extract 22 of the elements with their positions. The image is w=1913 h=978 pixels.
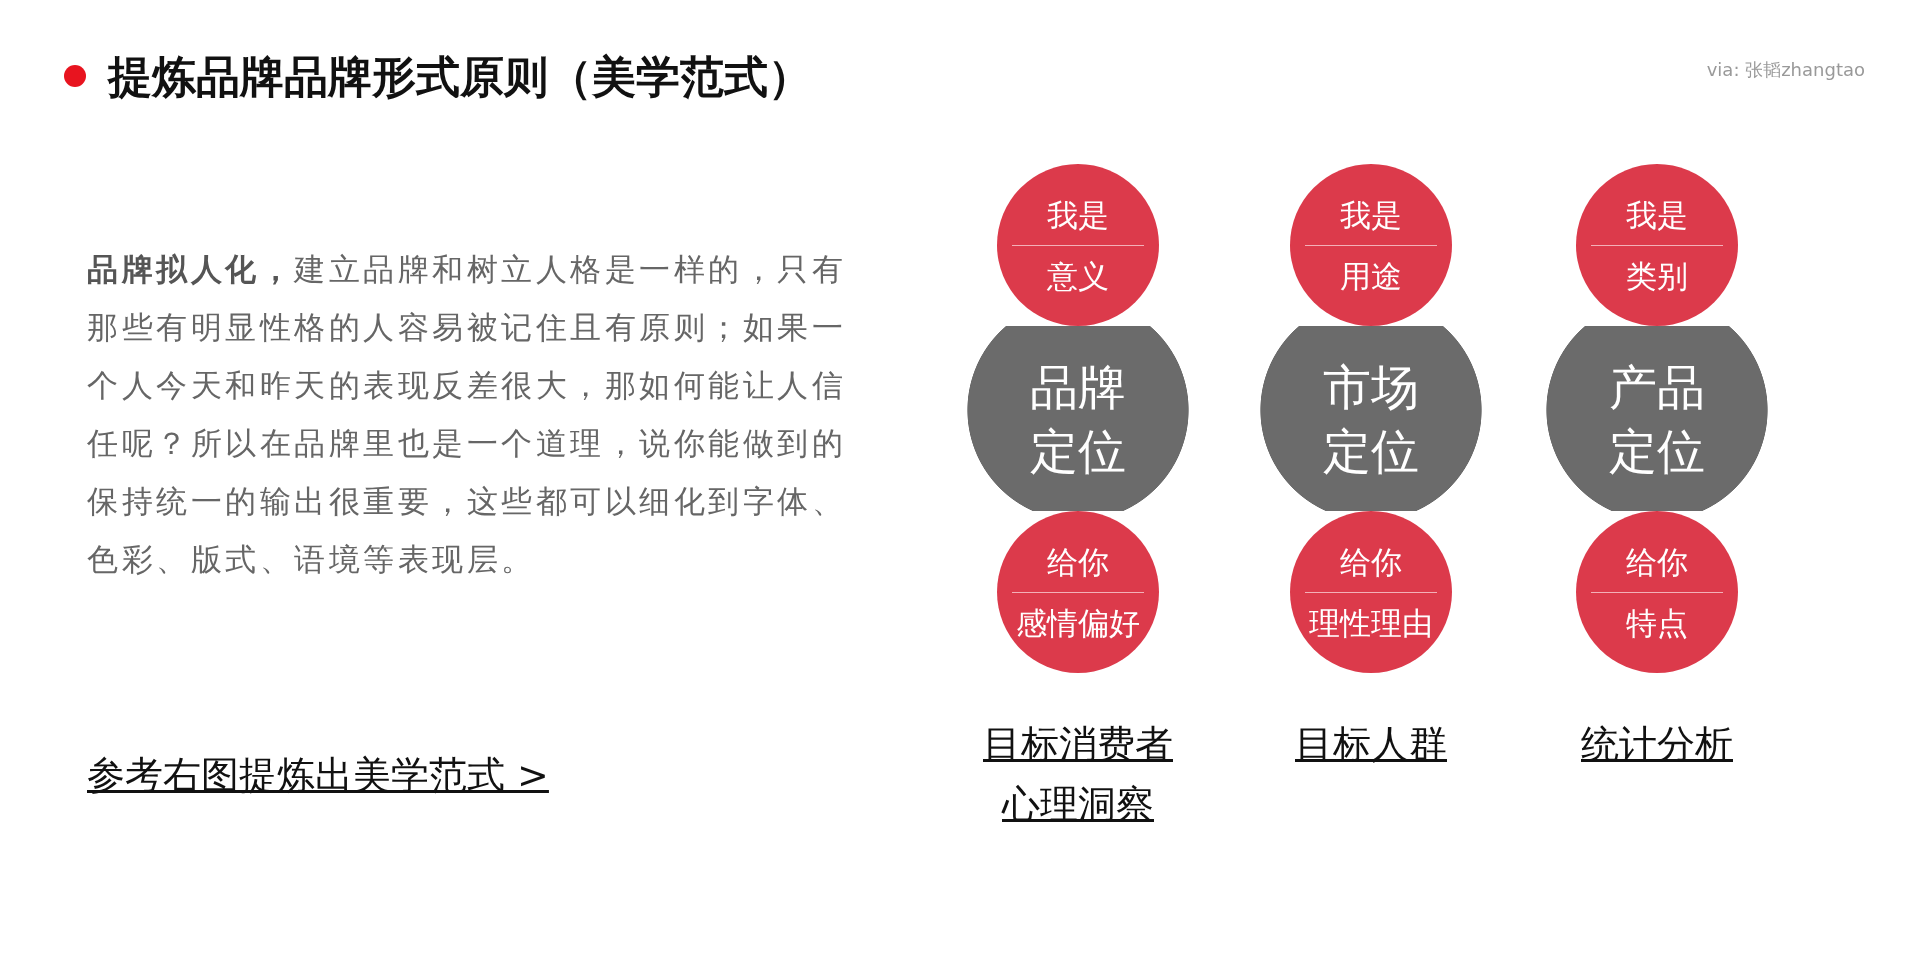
link-text: 参考右图提炼出美学范式 > bbox=[87, 752, 549, 799]
circle-text: 给你 bbox=[1626, 542, 1688, 581]
circle-text: 意义 bbox=[1047, 256, 1109, 295]
circle-text: 我是 bbox=[1047, 195, 1109, 234]
circle-text: 感情偏好 bbox=[1016, 603, 1140, 642]
circle-text: 我是 bbox=[1626, 195, 1688, 234]
caption-text: 目标人群 bbox=[1294, 721, 1448, 768]
circle-text: 特点 bbox=[1626, 603, 1688, 642]
caption-text: 统计分析 bbox=[1580, 721, 1734, 768]
circle-text: 给你 bbox=[1047, 542, 1109, 581]
title: 提炼品牌品牌形式原则（美学范式） bbox=[108, 50, 812, 104]
caption-text: 目标消费者心理洞察 bbox=[982, 721, 1174, 828]
circle-text: 品牌定位 bbox=[1029, 357, 1127, 481]
circle-text: 我是 bbox=[1340, 195, 1402, 234]
circle-text: 市场定位 bbox=[1322, 357, 1420, 481]
body-paragraph: 品牌拟人化，建立品牌和树立人格是一样的，只有那些有明显性格的人容易被记住且有原则；如果一个人今天和昨天的表现反差很大，那如何能让人信任呢？所以在品牌里也是一个道理，说你能做到的保持统一的输出很重要，这些都可以细化到字体、色彩、版式、语境等表现层。 bbox=[87, 250, 847, 579]
circle-text: 类别 bbox=[1626, 256, 1688, 295]
circle-text: 理性理由 bbox=[1309, 603, 1433, 642]
circle-text: 产品定位 bbox=[1608, 357, 1706, 481]
credit-text: via: 张韬zhangtao bbox=[1706, 58, 1865, 82]
circle-text: 用途 bbox=[1340, 256, 1402, 295]
circle-text: 给你 bbox=[1340, 542, 1402, 581]
